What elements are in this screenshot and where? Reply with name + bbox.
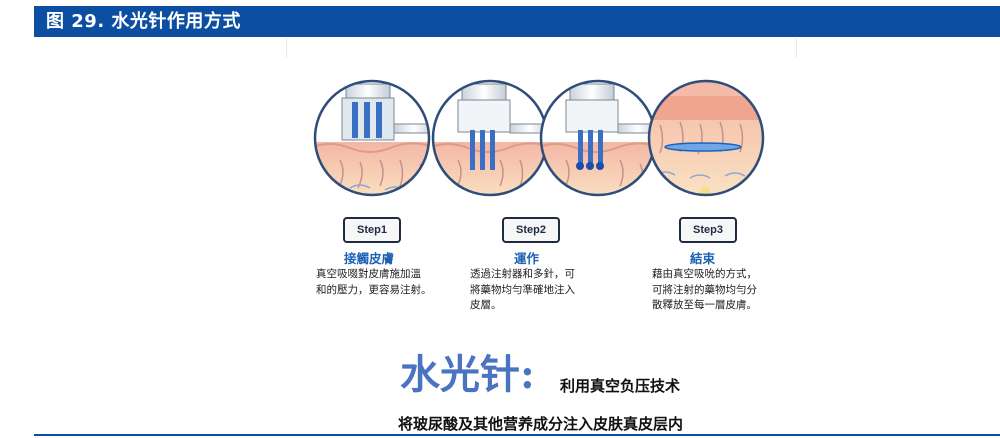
step2b-illustration (539, 79, 657, 197)
summary-big-title: 水光针 (400, 351, 520, 398)
step1-badge: Step1 (343, 217, 401, 243)
panel-edge-right (796, 38, 797, 58)
header-bar (34, 6, 1000, 37)
step3-illustration (647, 79, 765, 197)
summary-caption: 将玻尿酸及其他营养成分注入皮肤真皮层内 (398, 415, 684, 433)
panel-edge-left (286, 38, 287, 58)
step2-badge: Step2 (502, 217, 560, 243)
summary-colon: : (520, 351, 535, 398)
step3-description: 藉由真空吸吮的方式， 可將注射的藥物均勻分 散釋放至每一層皮膚。 (652, 268, 757, 311)
figure-title: 图 29. 水光针作用方式 (46, 11, 241, 32)
step1-illustration (313, 79, 431, 197)
step2-illustration (431, 79, 549, 197)
step3-badge: Step3 (679, 217, 737, 243)
bottom-rule (34, 434, 1000, 436)
step2-description: 透過注射器和多針，可 將藥物均勻準確地注入 皮層。 (470, 268, 575, 311)
step1-title: 接觸皮膚 (344, 251, 395, 266)
summary-subtitle: 利用真空负压技术 (560, 377, 681, 395)
step1-description: 真空吸啜對皮膚施加溫 和的壓力，更容易注射。 (316, 268, 432, 296)
step2-title: 運作 (514, 251, 540, 266)
step3-title: 結束 (690, 251, 716, 266)
